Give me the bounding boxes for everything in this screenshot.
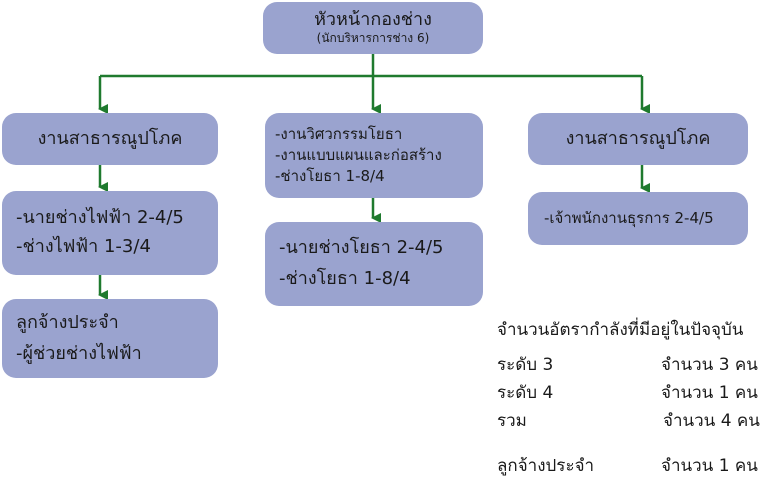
stats-row-value: จำนวน 3 คน xyxy=(661,355,758,375)
right-division-title: งานสาธารณูปโภค xyxy=(565,127,711,149)
left-division-box: งานสาธารณูปโภค xyxy=(2,113,218,165)
left-staff-item: -นายช่างไฟฟ้า 2-4/5 xyxy=(16,207,184,229)
head-subtitle: (นักบริหารการช่าง 6) xyxy=(316,31,430,46)
middle-sections-box: -งานวิศวกรรมโยธา -งานแบบแผนและก่อสร้าง -… xyxy=(265,113,483,198)
left-staff-item: -ช่างไฟฟ้า 1-3/4 xyxy=(16,236,151,257)
stats-row-label: ระดับ 4 xyxy=(497,383,554,403)
head-title: หัวหน้ากองช่าง xyxy=(314,8,432,30)
head-box: หัวหน้ากองช่าง (นักบริหารการช่าง 6) xyxy=(263,2,483,54)
left-contract-box: ลูกจ้างประจำ -ผู้ช่วยช่างไฟฟ้า xyxy=(2,299,218,378)
stats-row-value: จำนวน 1 คน xyxy=(661,383,758,403)
middle-section-item: -งานแบบแผนและก่อสร้าง xyxy=(275,145,442,164)
right-staff-item: -เจ้าพนักงานธุรการ 2-4/5 xyxy=(544,208,714,227)
left-contract-item: ลูกจ้างประจำ xyxy=(16,311,119,333)
middle-section-item: -งานวิศวกรรมโยธา xyxy=(275,124,403,143)
stats-row-value: จำนวน 4 คน xyxy=(663,411,760,431)
stats-row-label: ลูกจ้างประจำ xyxy=(497,456,595,476)
stats-row-label: รวม xyxy=(497,411,527,431)
middle-staff-item: -ช่างโยธา 1-8/4 xyxy=(279,268,411,289)
stats-row-label: ระดับ 3 xyxy=(497,355,554,375)
right-division-box: งานสาธารณูปโภค xyxy=(528,113,748,165)
left-staff-box: -นายช่างไฟฟ้า 2-4/5 -ช่างไฟฟ้า 1-3/4 xyxy=(2,191,218,275)
stats-heading: จำนวนอัตรากำลังที่มีอยู่ในปัจจุบัน xyxy=(497,320,744,340)
right-staff-box: -เจ้าพนักงานธุรการ 2-4/5 xyxy=(528,192,748,245)
stats-row-value: จำนวน 1 คน xyxy=(661,456,758,476)
middle-section-item: -ช่างโยธา 1-8/4 xyxy=(275,167,385,186)
left-contract-item: -ผู้ช่วยช่างไฟฟ้า xyxy=(16,342,142,364)
middle-staff-item: -นายช่างโยธา 2-4/5 xyxy=(279,237,444,259)
middle-staff-box: -นายช่างโยธา 2-4/5 -ช่างโยธา 1-8/4 xyxy=(265,222,483,306)
left-division-title: งานสาธารณูปโภค xyxy=(37,127,183,149)
